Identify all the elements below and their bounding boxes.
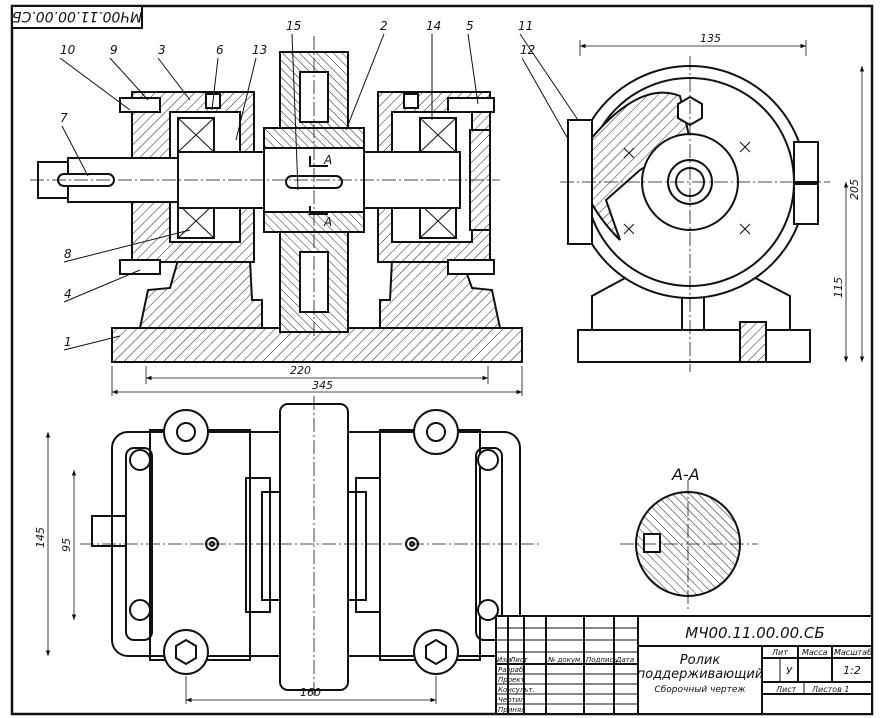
tb-row-prinyal: Принял <box>498 706 526 714</box>
right-bearing <box>419 117 457 239</box>
tb-row-proekt: Проект <box>498 676 526 684</box>
callout-4: 4 <box>64 287 72 301</box>
side-view <box>560 56 830 372</box>
callout-12: 12 <box>520 43 535 57</box>
tb-hdr-lit: Лит <box>771 648 788 657</box>
callout-15: 15 <box>286 19 301 33</box>
side-dimensions: 135 205 115 <box>579 32 865 362</box>
tb-col-list: Лист <box>509 656 529 664</box>
callout-10: 10 <box>60 43 76 57</box>
tb-lit-value: У <box>786 666 793 677</box>
tb-hdr-massa: Масса <box>802 648 828 657</box>
callout-3: 3 <box>158 43 166 57</box>
dim-345: 345 <box>312 379 333 392</box>
dim-135: 135 <box>700 32 721 45</box>
plan-dimensions: 145 95 160 <box>34 432 437 704</box>
callout-1: 1 <box>64 335 72 349</box>
tb-row-konsult: Консульт. <box>498 686 535 694</box>
tb-col-izm: Изм <box>497 656 512 664</box>
callout-8: 8 <box>64 247 72 261</box>
section-mark-a-top: А <box>323 153 332 167</box>
callout-5: 5 <box>466 19 474 33</box>
tb-hdr-masshtab: Масштаб <box>834 648 872 657</box>
bolts-front <box>119 93 495 275</box>
tb-name-line2: поддерживающий <box>637 667 764 682</box>
tb-col-date: Дата <box>615 656 634 664</box>
tb-code: МЧ00.11.00.00.СБ <box>685 624 824 642</box>
title-block: Изм Лист № докум. Подпись Дата Разраб. П… <box>495 615 873 715</box>
section-a-a-title: А-А <box>671 465 700 484</box>
callout-13: 13 <box>252 43 267 57</box>
dim-95: 95 <box>60 538 73 552</box>
callout-14: 14 <box>426 19 441 33</box>
dim-205: 205 <box>848 179 861 200</box>
tb-sheets-label: Листов 1 <box>811 685 850 694</box>
tb-row-razrab: Разраб. <box>498 666 526 674</box>
tb-row-chertil: Чертил <box>498 696 525 704</box>
dim-160: 160 <box>300 686 321 699</box>
plan-bolt-holes <box>129 409 499 675</box>
callout-2: 2 <box>380 19 388 33</box>
section-mark-a-bottom: А <box>323 215 332 229</box>
corner-code-text: МЧ00.11.00.00.СБ <box>12 8 142 24</box>
tb-col-doc: № докум. <box>547 656 583 664</box>
tb-subtitle: Сборочный чертеж <box>654 685 746 695</box>
dim-115: 115 <box>832 277 845 298</box>
side-base <box>577 329 811 363</box>
dim-220: 220 <box>290 364 311 377</box>
tb-col-sign: Подпись <box>586 656 618 664</box>
base-plate <box>111 327 523 363</box>
front-dimensions: 220 345 <box>111 364 523 396</box>
tb-scale-value: 1:2 <box>843 664 861 677</box>
dim-145: 145 <box>34 527 47 548</box>
corner-code-box: МЧ00.11.00.00.СБ <box>11 5 143 29</box>
front-section-view: А А <box>30 36 523 363</box>
callout-7: 7 <box>60 111 68 125</box>
tb-name-line1: Ролик <box>680 653 721 668</box>
callout-9: 9 <box>110 43 118 57</box>
section-a-a: А-А <box>620 465 758 612</box>
callout-6: 6 <box>216 43 224 57</box>
sheet-frame <box>10 4 874 716</box>
tb-sheet-label: Лист <box>775 685 797 694</box>
callout-11: 11 <box>518 19 533 33</box>
plan-view <box>80 396 540 696</box>
